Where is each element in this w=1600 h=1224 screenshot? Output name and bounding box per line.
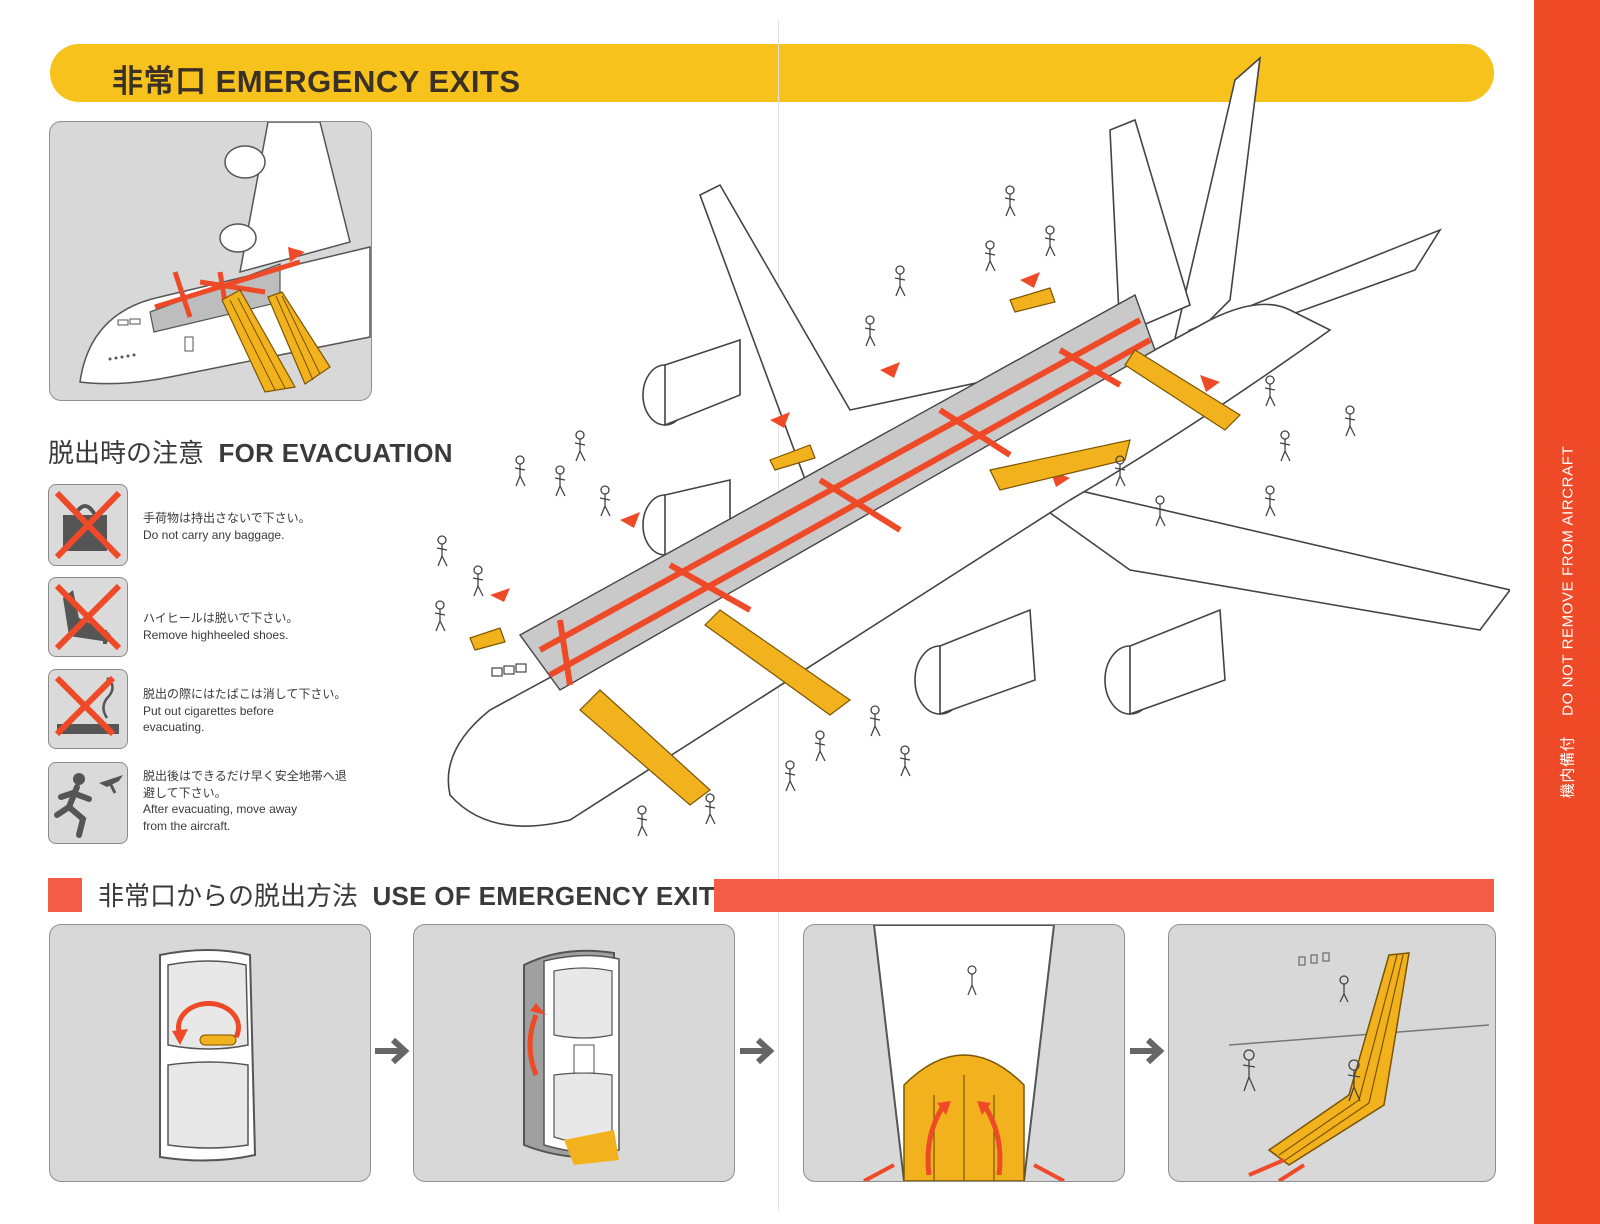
instruction-baggage-en: Do not carry any baggage. xyxy=(143,527,285,542)
instruction-heels-jp: ハイヒールは脱いで下さい。 xyxy=(143,611,299,625)
exits-use-title: 非常口からの脱出方法 USE OF EMERGENCY EXITS xyxy=(98,876,733,913)
instruction-heels: ハイヒールは脱いで下さい。 Remove highheeled shoes. xyxy=(143,610,298,643)
aircraft-illustration xyxy=(430,50,1510,860)
no-smoking-icon xyxy=(48,669,128,749)
no-baggage-icon xyxy=(48,484,128,566)
step-2-panel xyxy=(413,924,735,1182)
side-strip-en: DO NOT REMOVE FROM AIRCRAFT xyxy=(1559,445,1577,716)
nose-exits-panel xyxy=(49,121,372,401)
instruction-move-away-jp-1: 脱出後はできるだけ早く安全地帯へ退 xyxy=(143,769,347,783)
page-title: 非常口 EMERGENCY EXITS xyxy=(112,64,521,99)
exits-use-title-jp: 非常口からの脱出方法 xyxy=(98,881,359,911)
instruction-baggage-jp: 手荷物は持出さないで下さい。 xyxy=(143,511,311,525)
instruction-heels-en: Remove highheeled shoes. xyxy=(143,627,289,642)
instruction-smoking-en-2: evacuating. xyxy=(143,720,205,734)
exits-use-title-en: USE OF EMERGENCY EXITS xyxy=(372,881,733,911)
evacuation-title-jp: 脱出時の注意 xyxy=(48,438,205,468)
instruction-baggage: 手荷物は持出さないで下さい。 Do not carry any baggage. xyxy=(143,510,311,543)
run-away-icon xyxy=(48,762,128,844)
instruction-smoking-en-1: Put out cigarettes before xyxy=(143,703,274,718)
side-strip-text: 機内備付 DO NOT REMOVE FROM AIRCRAFT xyxy=(1557,426,1578,799)
step-3-panel xyxy=(803,924,1125,1182)
instruction-smoking: 脱出の際にはたばこは消して下さい。 Put out cigarettes bef… xyxy=(143,686,346,736)
evacuation-title: 脱出時の注意 FOR EVACUATION xyxy=(48,433,453,470)
step-1-panel xyxy=(49,924,371,1182)
instruction-move-away: 脱出後はできるだけ早く安全地帯へ退 避して下さい。 After evacuati… xyxy=(143,768,347,834)
section-rule xyxy=(714,879,1494,912)
side-strip xyxy=(1534,0,1600,1224)
no-high-heels-icon xyxy=(48,577,128,657)
nose-exits-illustration xyxy=(79,122,371,393)
instruction-move-away-jp-2: 避して下さい。 xyxy=(143,785,227,800)
section-marker xyxy=(48,878,82,912)
instruction-smoking-jp: 脱出の際にはたばこは消して下さい。 xyxy=(143,687,347,701)
step-arrow-icon xyxy=(1128,1036,1168,1066)
step-4-panel xyxy=(1168,924,1496,1182)
instruction-move-away-en-2: from the aircraft. xyxy=(143,818,231,833)
step-arrow-icon xyxy=(373,1036,413,1066)
instruction-move-away-en-1: After evacuating, move away xyxy=(143,802,298,816)
step-arrow-icon xyxy=(738,1036,778,1066)
side-strip-jp: 機内備付 xyxy=(1559,735,1577,799)
evacuation-title-en: FOR EVACUATION xyxy=(218,438,453,468)
